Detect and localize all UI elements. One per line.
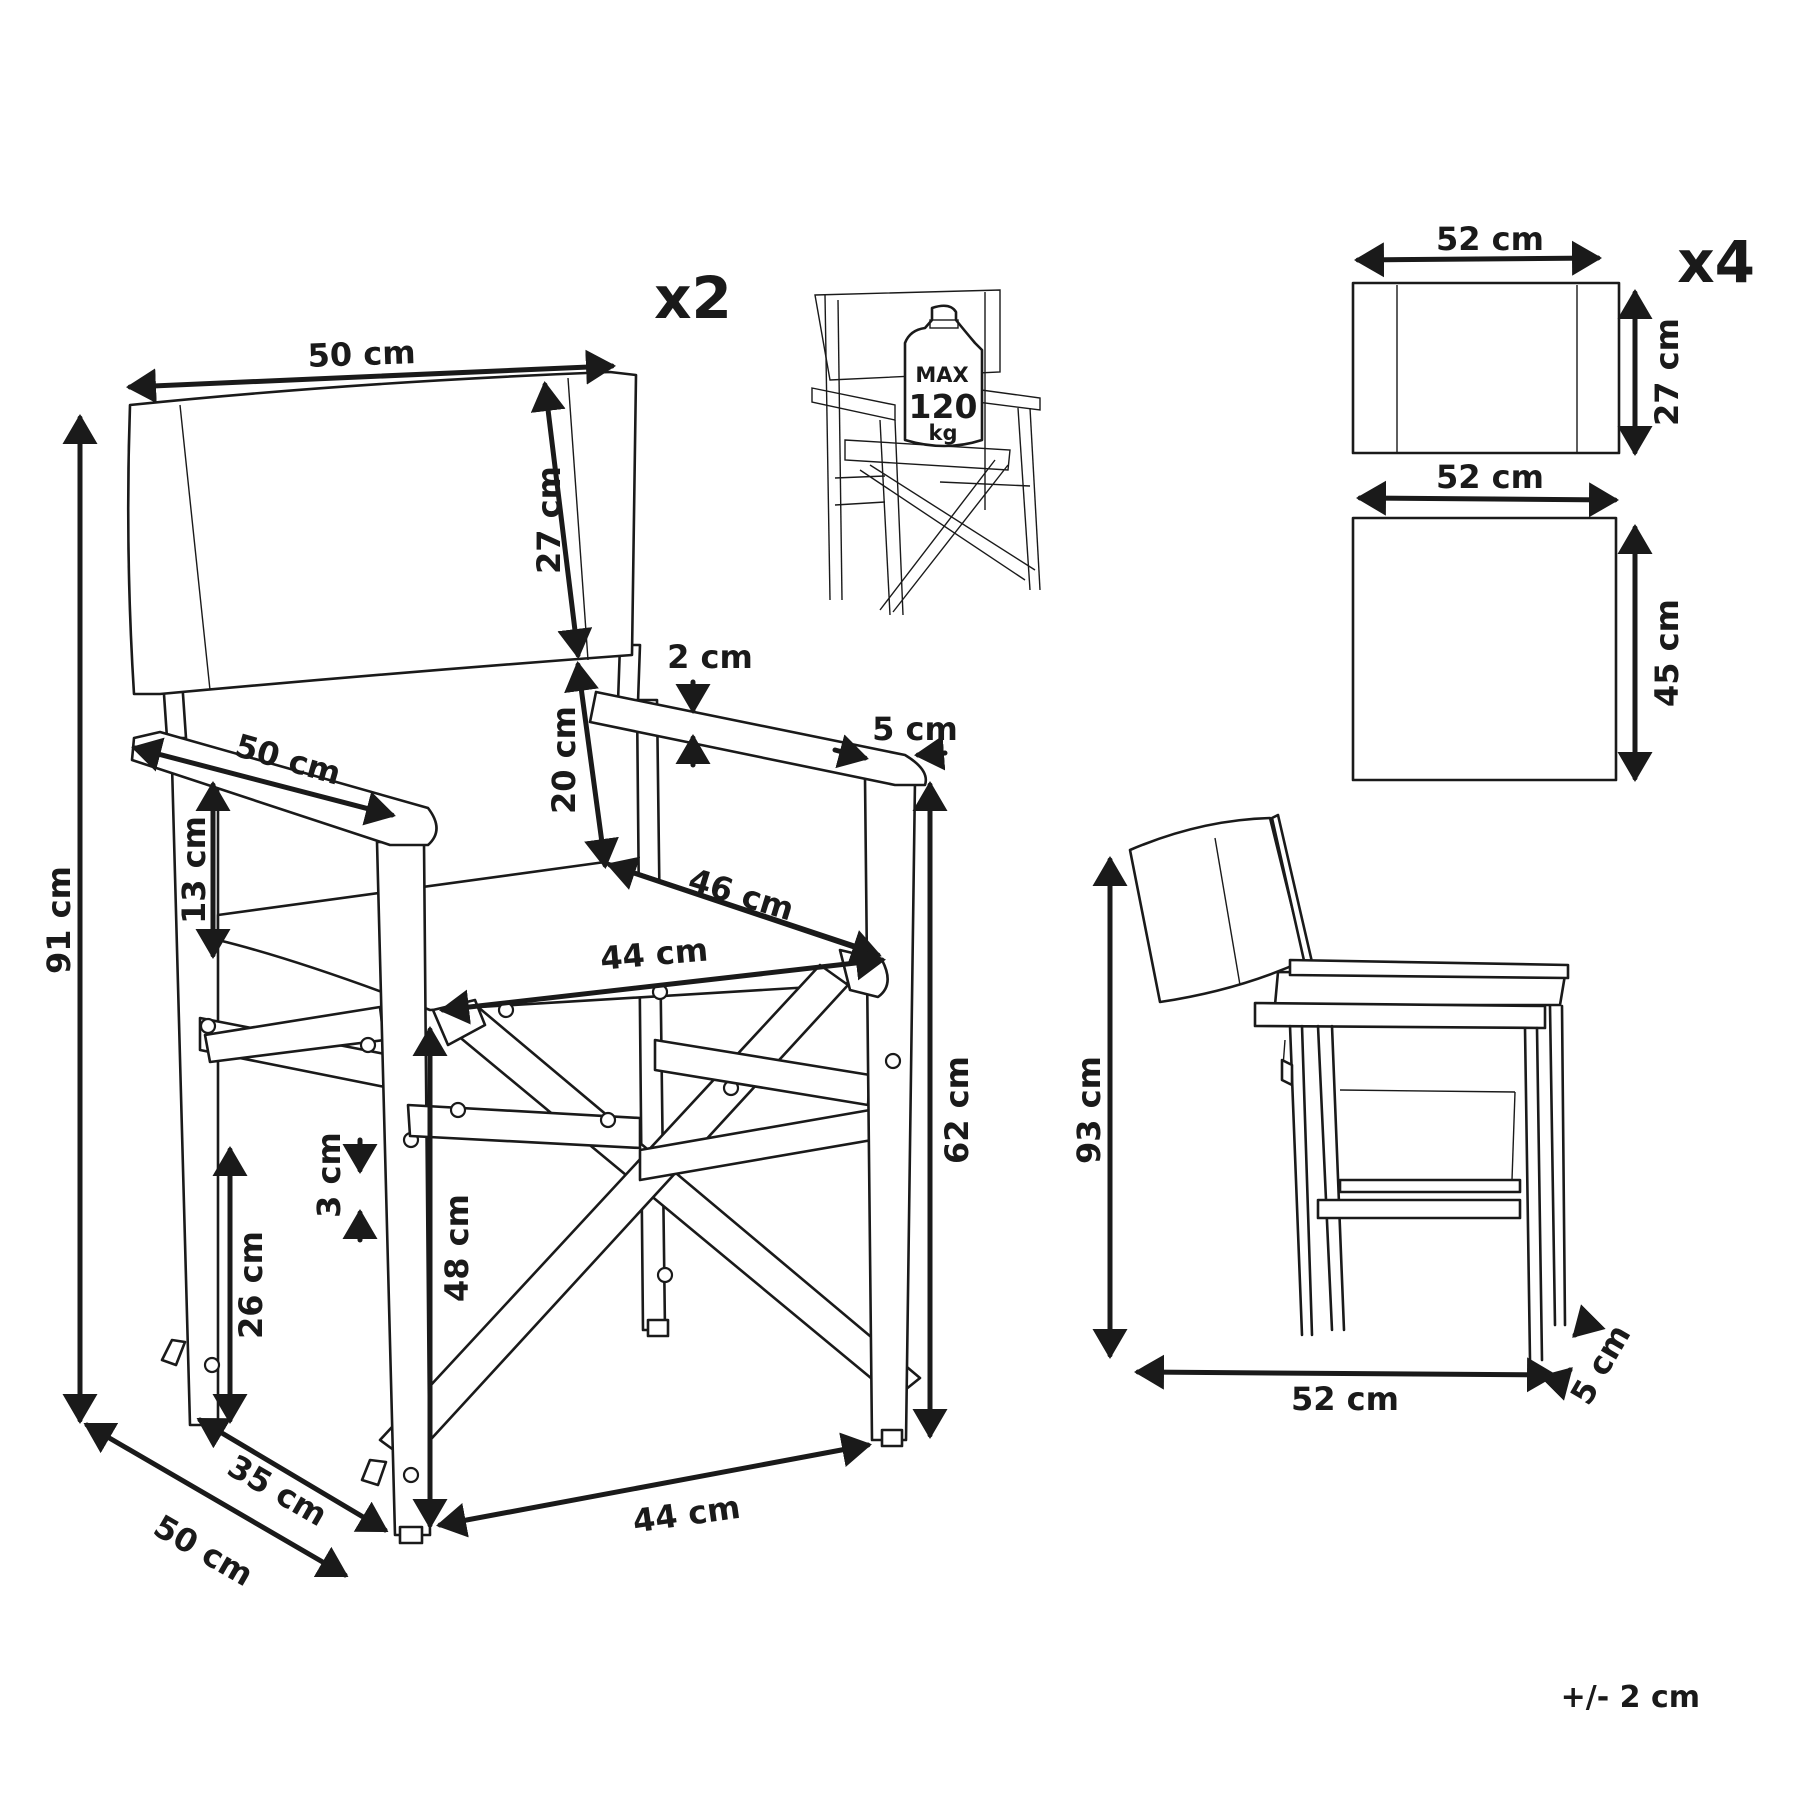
fabric-seat-width-label: 52 cm xyxy=(1436,458,1544,496)
armrest-width-label: 5 cm xyxy=(872,710,958,748)
total-height-label: 91 cm xyxy=(40,866,78,974)
fabric-back-height-label: 27 cm xyxy=(1648,318,1686,426)
backrest-height-label: 27 cm xyxy=(530,466,568,574)
badge-max-label: MAX xyxy=(915,363,968,387)
arm-height-label: 62 cm xyxy=(938,1056,976,1164)
small-chair-with-load-badge xyxy=(811,289,1041,616)
fabric-panels xyxy=(1351,240,1653,783)
back-gap-height-label: 20 cm xyxy=(545,706,583,814)
back-fabric-panel xyxy=(1351,281,1621,455)
main-chair-drawing xyxy=(126,370,928,1545)
fabric-back-width-label: 52 cm xyxy=(1436,220,1544,258)
inner-depth-label: 35 cm xyxy=(221,1447,334,1534)
folded-thickness-label: 5 cm xyxy=(1563,1318,1639,1411)
base-width-label: 44 cm xyxy=(630,1488,742,1541)
fabric-count-label: x4 xyxy=(1677,228,1755,296)
folded-chair-drawing xyxy=(1128,813,1570,1362)
folded-height-label: 93 cm xyxy=(1070,1056,1108,1164)
stretcher-height-label: 26 cm xyxy=(232,1231,270,1339)
main-chair-dimension-lines xyxy=(62,349,948,1578)
stretcher-thickness-label: 3 cm xyxy=(310,1132,348,1218)
arm-above-seat-label: 13 cm xyxy=(175,816,213,924)
seat-width-label: 44 cm xyxy=(599,930,710,977)
badge-weight-unit: kg xyxy=(929,421,958,445)
badge-weight-value: 120 xyxy=(909,387,978,426)
chair-count-label: x2 xyxy=(654,264,732,332)
overall-depth-label: 50 cm xyxy=(147,1507,260,1594)
armrest-thickness-label: 2 cm xyxy=(667,638,753,676)
seat-height-label: 48 cm xyxy=(438,1194,476,1302)
folded-width-label: 52 cm xyxy=(1291,1380,1399,1418)
fabric-seat-height-label: 45 cm xyxy=(1648,599,1686,707)
tolerance-note: +/- 2 cm xyxy=(1561,1680,1700,1715)
seat-fabric-panel xyxy=(1351,516,1618,782)
folded-chair-dimension-lines xyxy=(1092,855,1606,1401)
backrest-width-label: 50 cm xyxy=(307,333,416,375)
